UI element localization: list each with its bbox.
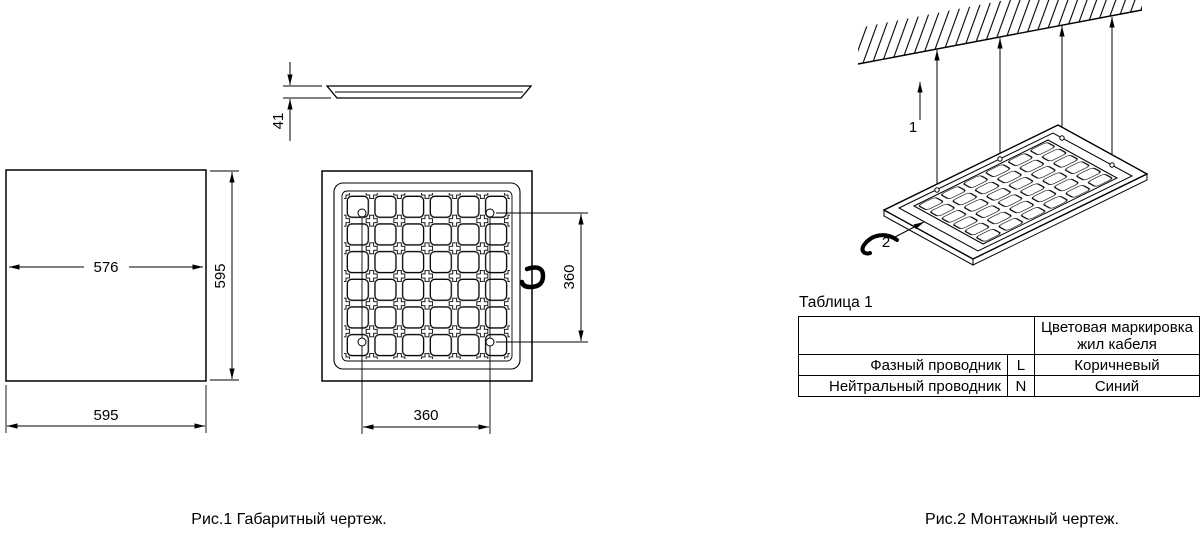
dim-595-height: 595 [210, 170, 239, 381]
fig1-front-view: 576 595 595 [5, 169, 239, 433]
panel-front-outline [5, 169, 207, 382]
dim-360-vertical-label: 360 [561, 264, 578, 289]
frame-inner-edge [341, 190, 513, 362]
dim-595-width: 595 [5, 385, 207, 433]
table-title: Таблица 1 [799, 294, 873, 311]
neutral-conductor-name: Нейтральный проводник [798, 375, 1008, 397]
dim-576: 576 [9, 258, 203, 276]
led-lattice [344, 193, 510, 359]
suspension-clip [519, 265, 546, 290]
phase-conductor-color: Коричневый [1033, 354, 1200, 376]
ceiling-hatching [858, 0, 1142, 64]
dim-360-vertical: 360 [496, 212, 588, 343]
mount-hole-top-left [357, 208, 367, 218]
wiring-table: Цветовая маркировка жил кабеля Фазный пр… [798, 316, 1200, 397]
neutral-conductor-marking: N [1006, 375, 1035, 397]
fig2-mounting-view: 1 2 [857, 0, 1149, 266]
wire-anchor-1 [934, 187, 940, 193]
table-header-row: Цветовая маркировка жил кабеля [798, 316, 1200, 355]
phase-conductor-name: Фазный проводник [798, 354, 1008, 376]
dim-595-height-label: 595 [212, 263, 229, 288]
dim-360-horizontal: 360 [361, 218, 491, 434]
neutral-conductor-color: Синий [1033, 375, 1200, 397]
callout-1-label: 1 [909, 119, 917, 136]
dim-text-mask [84, 258, 129, 275]
figure2-caption: Рис.2 Монтажный чертеж. [925, 511, 1119, 528]
header-line-2: жил кабеля [1077, 335, 1157, 353]
power-cable [860, 233, 899, 256]
fig1-profile-view: 41 [270, 62, 533, 141]
iso-panel [882, 124, 1149, 266]
fig1-grid-view: 360 360 [321, 170, 588, 434]
table-row-phase: Фазный проводник L Коричневый [798, 354, 1200, 376]
wire-anchor-3 [1059, 135, 1065, 141]
suspension-wires [934, 17, 1115, 190]
header-line-1: Цветовая маркировка [1040, 318, 1193, 336]
ceiling-line [857, 9, 1143, 65]
header-empty-cell [798, 316, 1035, 355]
header-color-marking: Цветовая маркировка жил кабеля [1033, 316, 1200, 355]
dim-41-label: 41 [270, 113, 287, 130]
panel-lattice-iso [912, 139, 1119, 245]
callout-2: 2 [882, 221, 925, 251]
wire-anchor-2 [997, 156, 1003, 162]
dim-41-thickness: 41 [270, 62, 331, 141]
mount-hole-top-right [485, 208, 495, 218]
mount-hole-bottom-right [485, 337, 495, 347]
table-row-neutral: Нейтральный проводник N Синий [798, 375, 1200, 397]
dim-576-label: 576 [93, 259, 118, 276]
dim-360-horizontal-label: 360 [413, 407, 438, 424]
figure1-caption: Рис.1 Габаритный чертеж. [191, 511, 387, 528]
wire-anchor-4 [1109, 162, 1115, 168]
frame-outer-edge [333, 182, 521, 370]
callout-2-label: 2 [882, 234, 890, 251]
callout-1: 1 [909, 82, 923, 136]
dim-595-width-label: 595 [93, 407, 118, 424]
phase-conductor-marking: L [1006, 354, 1035, 376]
mount-hole-bottom-left [357, 337, 367, 347]
